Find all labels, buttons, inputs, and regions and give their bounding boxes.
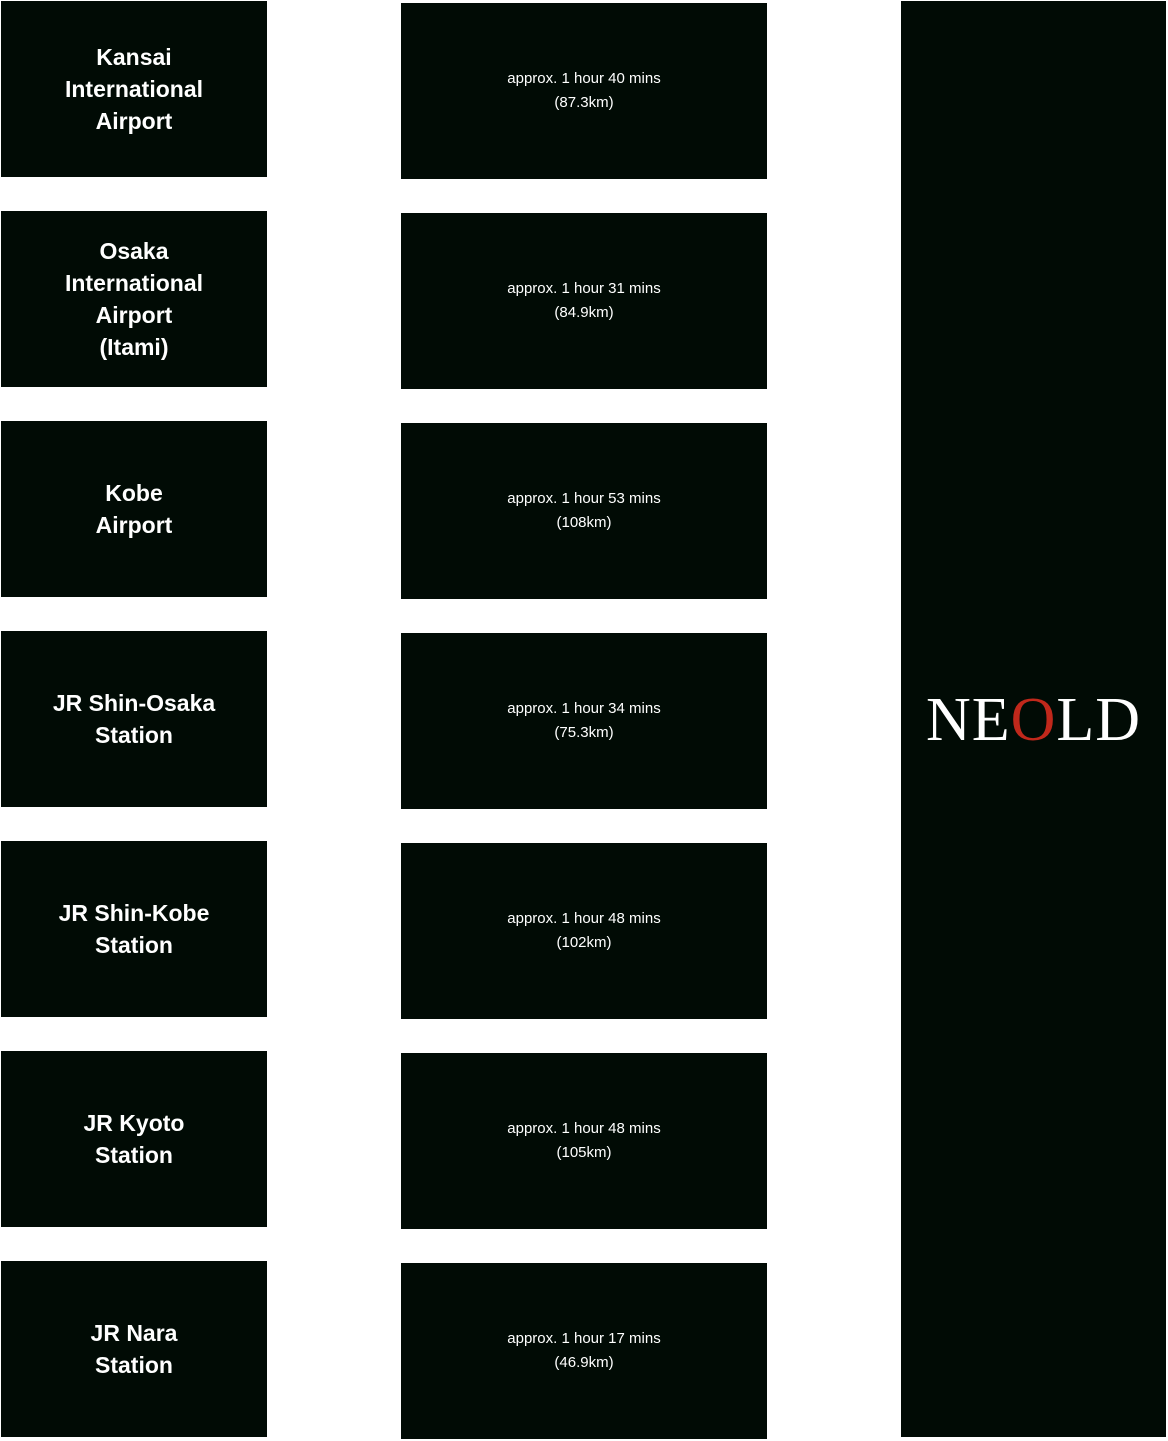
logo-text-end: LD — [1056, 686, 1142, 754]
origin-card: Osaka International Airport (Itami) — [1, 211, 267, 387]
origin-label: Kobe Airport — [95, 480, 173, 538]
travel-time: approx. 1 hour 53 mins — [507, 490, 661, 507]
destination-panel: NEOLD — [901, 1, 1166, 1437]
travel-info-card: approx. 1 hour 34 mins (75.3km) — [401, 633, 767, 809]
route-row-itami: Osaka International Airport (Itami) appr… — [0, 211, 900, 391]
travel-time: approx. 1 hour 34 mins — [507, 700, 661, 717]
origin-card: JR Shin-Kobe Station — [1, 841, 267, 1017]
origin-label: JR Shin-Kobe Station — [58, 900, 210, 958]
origin-card: JR Shin-Osaka Station — [1, 631, 267, 807]
travel-distance: (108km) — [556, 514, 612, 531]
origin-label: JR Shin-Osaka Station — [52, 690, 216, 748]
origin-label: JR Kyoto Station — [83, 1110, 185, 1168]
route-row-nara: JR Nara Station approx. 1 hour 17 mins (… — [0, 1261, 900, 1441]
travel-info-card: approx. 1 hour 17 mins (46.9km) — [401, 1263, 767, 1439]
origin-card: JR Nara Station — [1, 1261, 267, 1437]
travel-distance: (87.3km) — [554, 94, 614, 111]
travel-time: approx. 1 hour 40 mins — [507, 70, 661, 87]
origin-card: Kansai International Airport — [1, 1, 267, 177]
origin-card: Kobe Airport — [1, 421, 267, 597]
route-row-shin-kobe: JR Shin-Kobe Station approx. 1 hour 48 m… — [0, 841, 900, 1021]
logo-text-start: NE — [925, 686, 1011, 754]
origin-card: JR Kyoto Station — [1, 1051, 267, 1227]
origin-label: JR Nara Station — [90, 1320, 178, 1378]
route-row-kyoto: JR Kyoto Station approx. 1 hour 48 mins … — [0, 1051, 900, 1231]
route-row-kobe-airport: Kobe Airport approx. 1 hour 53 mins (108… — [0, 421, 900, 601]
travel-info-card: approx. 1 hour 31 mins (84.9km) — [401, 213, 767, 389]
travel-distance: (105km) — [556, 1144, 612, 1161]
travel-time: approx. 1 hour 48 mins — [507, 910, 661, 927]
travel-distance: (75.3km) — [554, 724, 614, 741]
origin-label: Osaka International Airport (Itami) — [64, 238, 203, 360]
travel-info-card: approx. 1 hour 40 mins (87.3km) — [401, 3, 767, 179]
travel-info-card: approx. 1 hour 48 mins (102km) — [401, 843, 767, 1019]
travel-distance: (84.9km) — [554, 304, 614, 321]
origin-label: Kansai International Airport — [64, 44, 203, 134]
logo-text-accent: O — [1010, 686, 1057, 754]
travel-info-card: approx. 1 hour 53 mins (108km) — [401, 423, 767, 599]
neold-logo: NEOLD — [926, 689, 1141, 751]
route-row-kansai: Kansai International Airport approx. 1 h… — [0, 1, 900, 181]
travel-distance: (102km) — [556, 934, 612, 951]
travel-time: approx. 1 hour 31 mins — [507, 280, 661, 297]
travel-distance: (46.9km) — [554, 1354, 614, 1371]
travel-time: approx. 1 hour 48 mins — [507, 1120, 661, 1137]
travel-time: approx. 1 hour 17 mins — [507, 1330, 661, 1347]
route-row-shin-osaka: JR Shin-Osaka Station approx. 1 hour 34 … — [0, 631, 900, 811]
travel-info-card: approx. 1 hour 48 mins (105km) — [401, 1053, 767, 1229]
